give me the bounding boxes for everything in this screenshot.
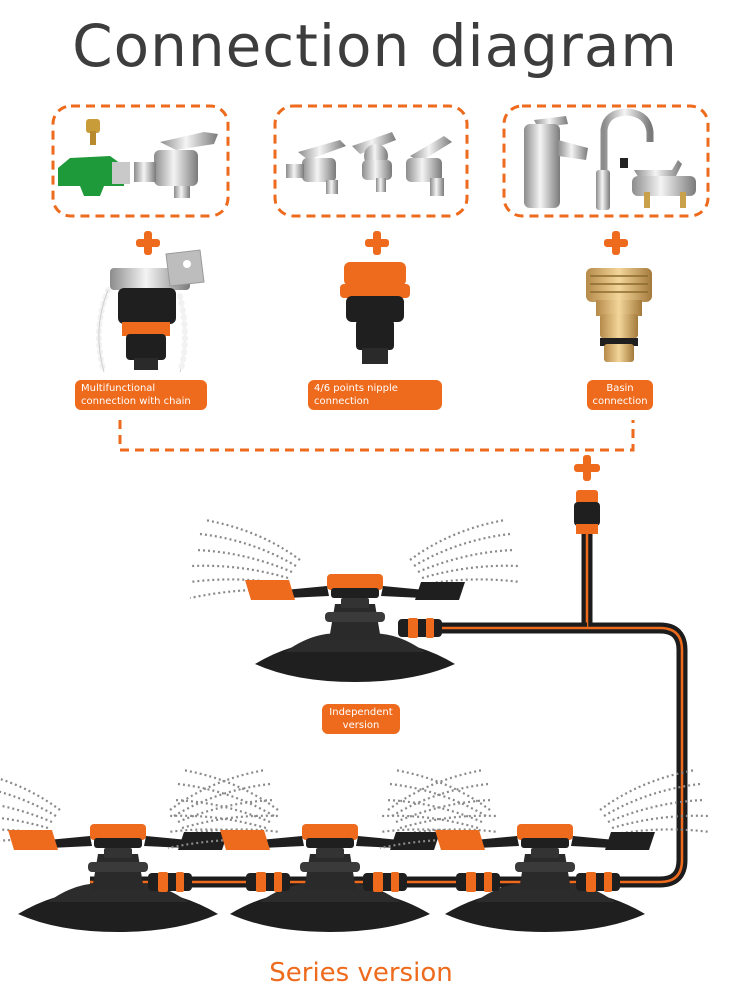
plus-icon — [604, 231, 628, 255]
frame-outdoor-taps — [51, 104, 230, 218]
brass-connector-icon — [586, 268, 652, 362]
plus-icon — [574, 455, 600, 481]
hose-connector-icon — [340, 262, 410, 364]
label-bg-right — [587, 380, 653, 410]
chain-connector-icon — [95, 249, 205, 375]
label-bg-middle — [308, 380, 442, 410]
basin-faucet-icon — [524, 108, 696, 210]
sprinkler-icon — [188, 518, 522, 682]
plus-icon — [136, 231, 160, 255]
label-basin-connection: Basin connection — [592, 383, 648, 407]
sprinkler-icon — [0, 768, 282, 932]
outdoor-tap-chrome-icon — [134, 132, 218, 198]
label-bg-independent — [322, 704, 400, 734]
sprinkler-icon — [378, 768, 712, 932]
label-independent-version: Independent version — [329, 707, 393, 731]
hose-quick-connector-icon — [574, 490, 600, 534]
label-multifunctional-connection: Multifunctional connection with chain — [81, 383, 191, 407]
label-nipple-connection: 4/6 points nipple connection — [314, 383, 398, 407]
sprinkler-icon — [166, 768, 500, 932]
connection-path — [118, 420, 635, 452]
outdoor-tap-icon — [58, 119, 130, 196]
frame-wall-faucets — [273, 104, 469, 218]
label-series-version: Series version — [269, 958, 453, 988]
wall-faucet-icon — [286, 132, 452, 196]
plus-icon — [365, 231, 389, 255]
label-bg-left — [75, 380, 207, 410]
frame-basin-faucets — [502, 104, 710, 218]
hose — [90, 534, 688, 888]
diagram-title: Connection diagram — [72, 12, 678, 80]
